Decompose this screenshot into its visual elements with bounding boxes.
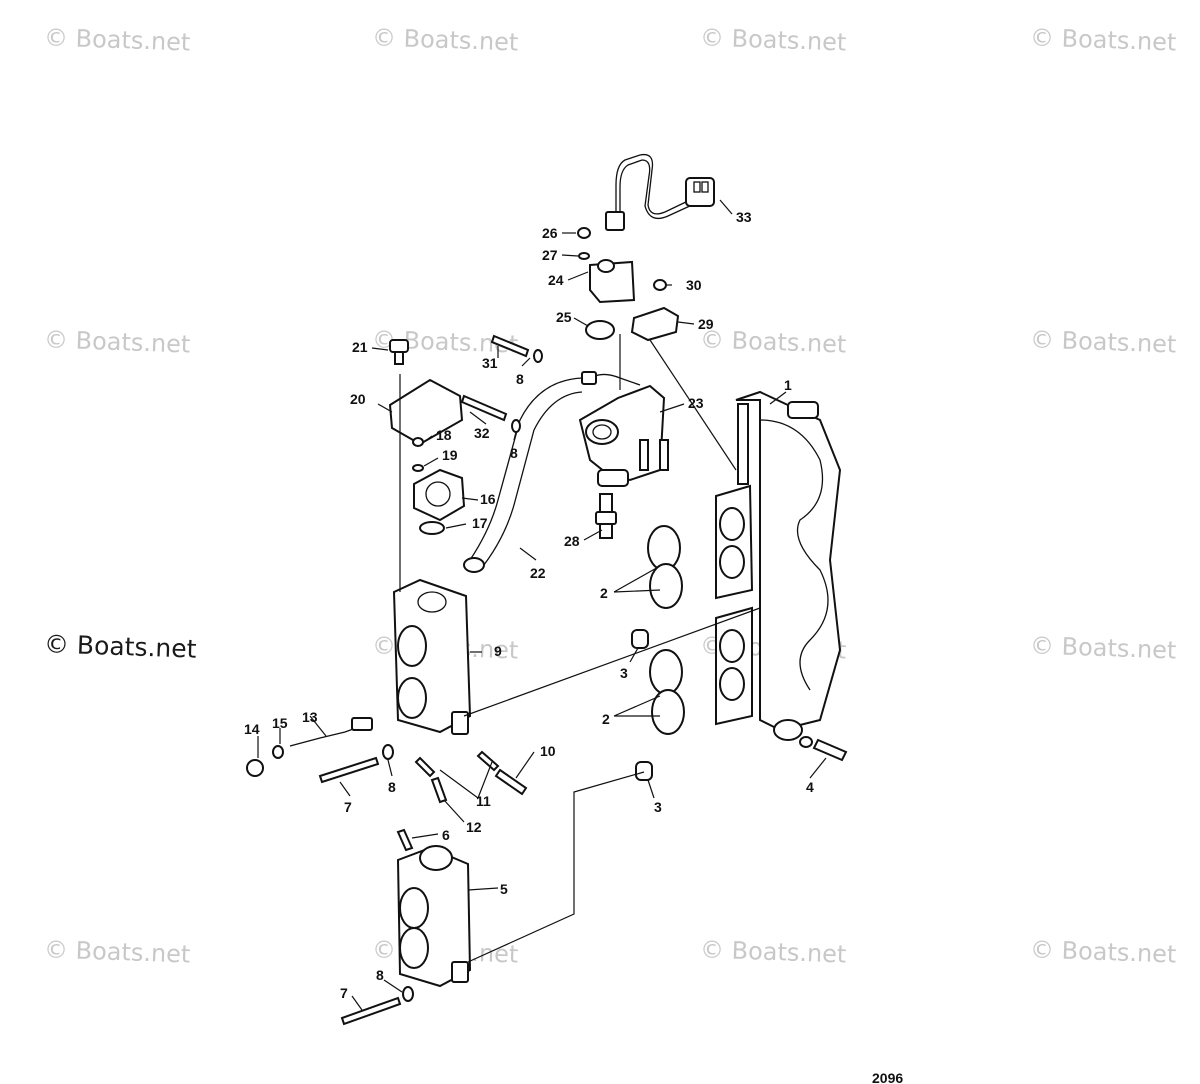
fitting-15[interactable]	[272, 745, 284, 759]
callout-1: 1	[784, 377, 792, 393]
callout-15: 15	[272, 715, 288, 731]
callout-16: 16	[480, 491, 496, 507]
callout-29: 29	[698, 316, 714, 332]
callout-leaders	[257, 199, 827, 1011]
callout-7: 7	[340, 985, 348, 1001]
callout-12: 12	[466, 819, 482, 835]
sensor-cable-13[interactable]	[289, 717, 373, 747]
callout-labels: 1 2 2 3 3 4 5 6 7 7 8 8 8 8 9 10 11 12 1…	[244, 209, 814, 1001]
screw-12[interactable]	[430, 776, 448, 804]
callout-21: 21	[352, 339, 368, 355]
callout-25: 25	[556, 309, 572, 325]
callout-23: 23	[688, 395, 704, 411]
callout-7: 7	[344, 799, 352, 815]
callout-13: 13	[302, 709, 318, 725]
bolt-31[interactable]	[490, 334, 543, 363]
gasket-2[interactable]	[647, 525, 685, 735]
assembly-leaders	[399, 334, 761, 963]
callout-18: 18	[436, 427, 452, 443]
bolt-4[interactable]	[773, 719, 848, 762]
callout-22: 22	[530, 565, 546, 581]
callout-8: 8	[376, 967, 384, 983]
fitting-28[interactable]	[595, 493, 617, 539]
figure-number: 2096	[872, 1070, 903, 1084]
callout-6: 6	[442, 827, 450, 843]
screw-11[interactable]	[414, 750, 500, 778]
callout-27: 27	[542, 247, 558, 263]
callout-2: 2	[602, 711, 610, 727]
spacer-3[interactable]	[631, 629, 653, 781]
fitting-14[interactable]	[246, 759, 264, 777]
callout-14: 14	[244, 721, 260, 737]
callout-9: 9	[494, 643, 502, 659]
callout-3: 3	[620, 665, 628, 681]
callout-2: 2	[600, 585, 608, 601]
bolt-32[interactable]	[460, 394, 521, 433]
callout-10: 10	[540, 743, 556, 759]
tps-sensor[interactable]	[412, 437, 466, 535]
throttle-body-5[interactable]	[396, 845, 472, 988]
callout-17: 17	[472, 515, 488, 531]
callout-30: 30	[686, 277, 702, 293]
callout-24: 24	[548, 272, 564, 288]
callout-3: 3	[654, 799, 662, 815]
callout-33: 33	[736, 209, 752, 225]
bolt-7-lower[interactable]	[340, 986, 414, 1026]
callout-8: 8	[516, 371, 524, 387]
bolt-7[interactable]	[318, 744, 394, 784]
callout-5: 5	[500, 881, 508, 897]
screw-21[interactable]	[389, 339, 409, 365]
sensor-24-assembly[interactable]	[577, 227, 636, 340]
hose-22[interactable]	[463, 377, 583, 573]
map-sensor[interactable]	[630, 279, 680, 342]
callout-28: 28	[564, 533, 580, 549]
callout-20: 20	[350, 391, 366, 407]
callout-8: 8	[510, 445, 518, 461]
throttle-body-9[interactable]	[392, 578, 472, 735]
callout-19: 19	[442, 447, 458, 463]
intake-manifold[interactable]	[715, 390, 842, 732]
callout-8: 8	[388, 779, 396, 795]
callout-31: 31	[482, 355, 498, 371]
screw-6[interactable]	[396, 828, 414, 852]
callout-32: 32	[474, 425, 490, 441]
callout-4: 4	[806, 779, 814, 795]
screw-10[interactable]	[494, 768, 528, 796]
callout-26: 26	[542, 225, 558, 241]
throttle-fuel-rail[interactable]	[578, 371, 669, 487]
cover-20[interactable]	[388, 378, 464, 446]
callout-11: 11	[476, 793, 491, 809]
wiring-harness[interactable]	[605, 153, 715, 231]
